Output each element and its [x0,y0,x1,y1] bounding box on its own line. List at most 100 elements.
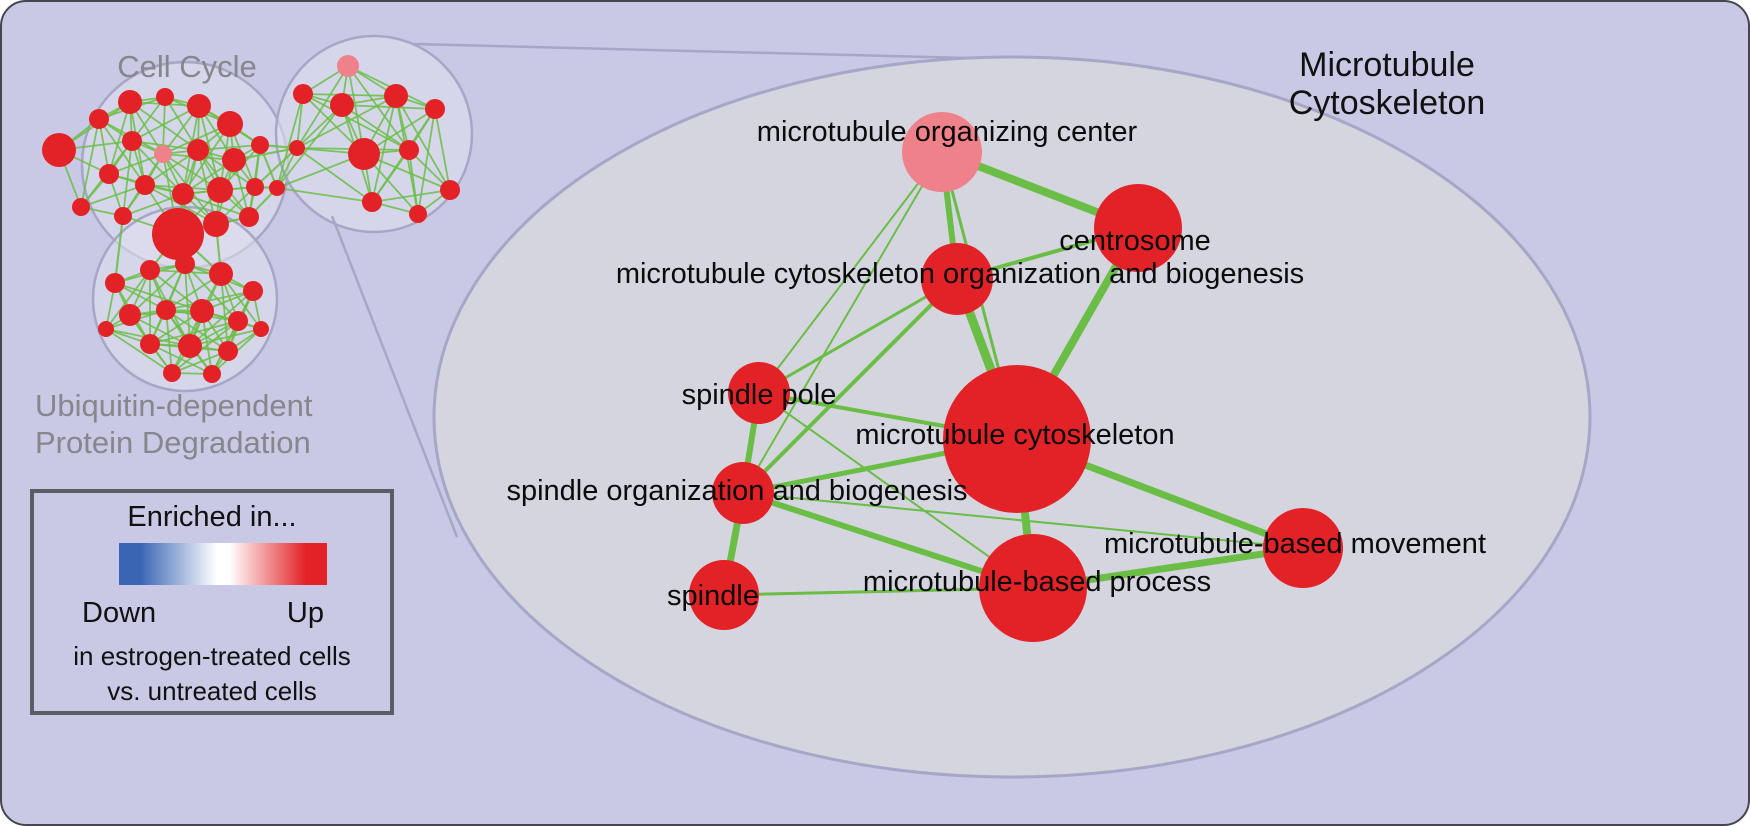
overview-node [209,262,233,286]
overview-edge [341,104,436,110]
overview-node [187,139,209,161]
overview-edge [80,184,146,208]
overview-edge [395,95,451,191]
overview-node [409,205,427,223]
overview-node [269,180,285,196]
overview-edge [371,149,410,203]
overview-cross-edge [113,215,125,284]
overview-node [122,131,142,151]
zoom-node-mbp [979,534,1087,642]
overview-edge [434,108,451,191]
overview-node [98,321,114,337]
overview-edge [98,118,146,186]
overview-node [163,364,181,382]
magnifier-line [330,215,459,538]
overview-node [178,334,202,358]
overview-node [399,140,419,160]
overview-node [135,175,155,195]
overview-edge [276,104,343,189]
overview-node [246,178,264,196]
overview-edge [131,105,200,142]
overview-node [228,311,248,331]
overview-node [203,365,221,383]
overview-edge [347,65,410,151]
overview-node [119,304,141,326]
zoom-node-spindle_pole [728,362,790,424]
magnifier-line [413,42,1008,61]
overview-node [384,84,408,108]
figure-title-line2: Cytoskeleton [1288,84,1486,122]
ubiquitin-label-line2: Protein Degradation [35,425,311,460]
overview-edge [108,101,131,175]
ubiquitin-cluster-label: Ubiquitin-dependent Protein Degradation [35,387,313,461]
overview-edge [220,273,229,352]
overview-node [156,300,176,320]
zoom-node-label-mcob: microtubule cytoskeleton organization an… [616,258,1304,290]
overview-edge [302,93,410,151]
figure-title-line1: Microtubule [1299,46,1475,84]
overview-node [152,208,204,260]
zoom-edge-spindle_org-mbm [742,492,1304,549]
overview-node [190,299,214,323]
legend-title: Enriched in... [127,501,297,533]
zoom-node-label-spindle_org: spindle organization and biogenesis [506,475,967,507]
legend-down-label: Down [82,597,157,629]
legend-gradient-bar [119,543,327,585]
overview-cross-edge [254,147,298,188]
zoom-node-label-mbm: microtubule-based movement [1104,528,1486,560]
overview-node [99,164,119,184]
zoom-edge-spindle_pole-mbp [758,392,1034,589]
overview-edge [105,328,173,374]
overview-edge [165,290,254,311]
overview-node [330,93,354,117]
overview-edge [171,320,239,374]
figure-title: Microtubule Cytoskeleton [1192,46,1582,122]
zoom-node-mcob [921,243,993,315]
overview-edge [408,149,419,215]
overview-node [72,198,90,216]
overview-node [243,281,263,301]
overview-node [253,321,269,337]
overview-node [105,273,125,293]
overview-edge [131,140,184,195]
overview-edge [296,95,397,149]
overview-node [42,133,76,167]
overview-node [218,341,238,361]
zoom-node-label-moc: microtubule organizing center [757,116,1138,148]
cell-cycle-cluster-label: Cell Cycle [117,49,257,84]
overview-edge [296,147,373,203]
overview-edge [171,350,229,374]
zoom-node-mbm [1263,508,1343,588]
overview-edge [417,108,436,215]
zoom-node-label-spindle_pole: spindle pole [682,379,837,411]
overview-node [140,334,160,354]
legend-caption-line2: vs. untreated cells [107,676,317,706]
overview-node [175,254,195,274]
zoom-node-label-spindle: spindle [667,580,759,612]
ubiquitin-label-line1: Ubiquitin-dependent [35,388,313,423]
overview-edge [276,93,304,189]
overview-edge [302,93,397,97]
overview-node [140,260,160,280]
overview-edge [276,187,373,203]
overview-edge [189,328,262,347]
zoom-edge-moc-spindle_pole [758,151,943,394]
legend-up-label: Up [286,597,324,629]
overview-node [425,99,445,119]
overview-edge [165,309,229,352]
overview-node [203,211,229,237]
overview-node [222,148,246,172]
overview-node [207,177,233,203]
zoom-node-label-centrosome: centrosome [1059,225,1211,257]
overview-node [172,183,194,205]
overview-edge [198,105,221,191]
overview-node [89,109,109,129]
overview-edge [80,118,100,208]
legend-caption-line1: in estrogen-treated cells [73,641,351,671]
overview-node [362,192,382,212]
overview-node [239,207,259,227]
overview-node [114,207,132,225]
overview-edge [371,189,451,203]
